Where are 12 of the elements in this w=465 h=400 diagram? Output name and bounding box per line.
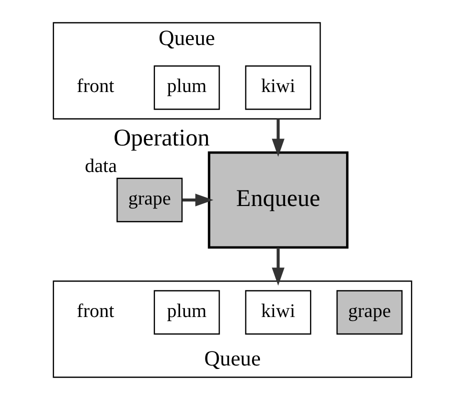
node-label: Operation bbox=[114, 125, 210, 152]
node-box: Enqueue bbox=[208, 151, 348, 249]
arrow bbox=[272, 248, 284, 286]
node-box: grape bbox=[116, 178, 183, 222]
node-box: plum bbox=[154, 290, 220, 335]
node-box: grape bbox=[336, 290, 403, 335]
arrow bbox=[182, 194, 214, 206]
node-box: kiwi bbox=[245, 65, 312, 110]
node-box: kiwi bbox=[245, 290, 312, 335]
node-box: plum bbox=[154, 65, 220, 110]
arrow bbox=[272, 118, 284, 157]
node-label: data bbox=[84, 156, 117, 178]
